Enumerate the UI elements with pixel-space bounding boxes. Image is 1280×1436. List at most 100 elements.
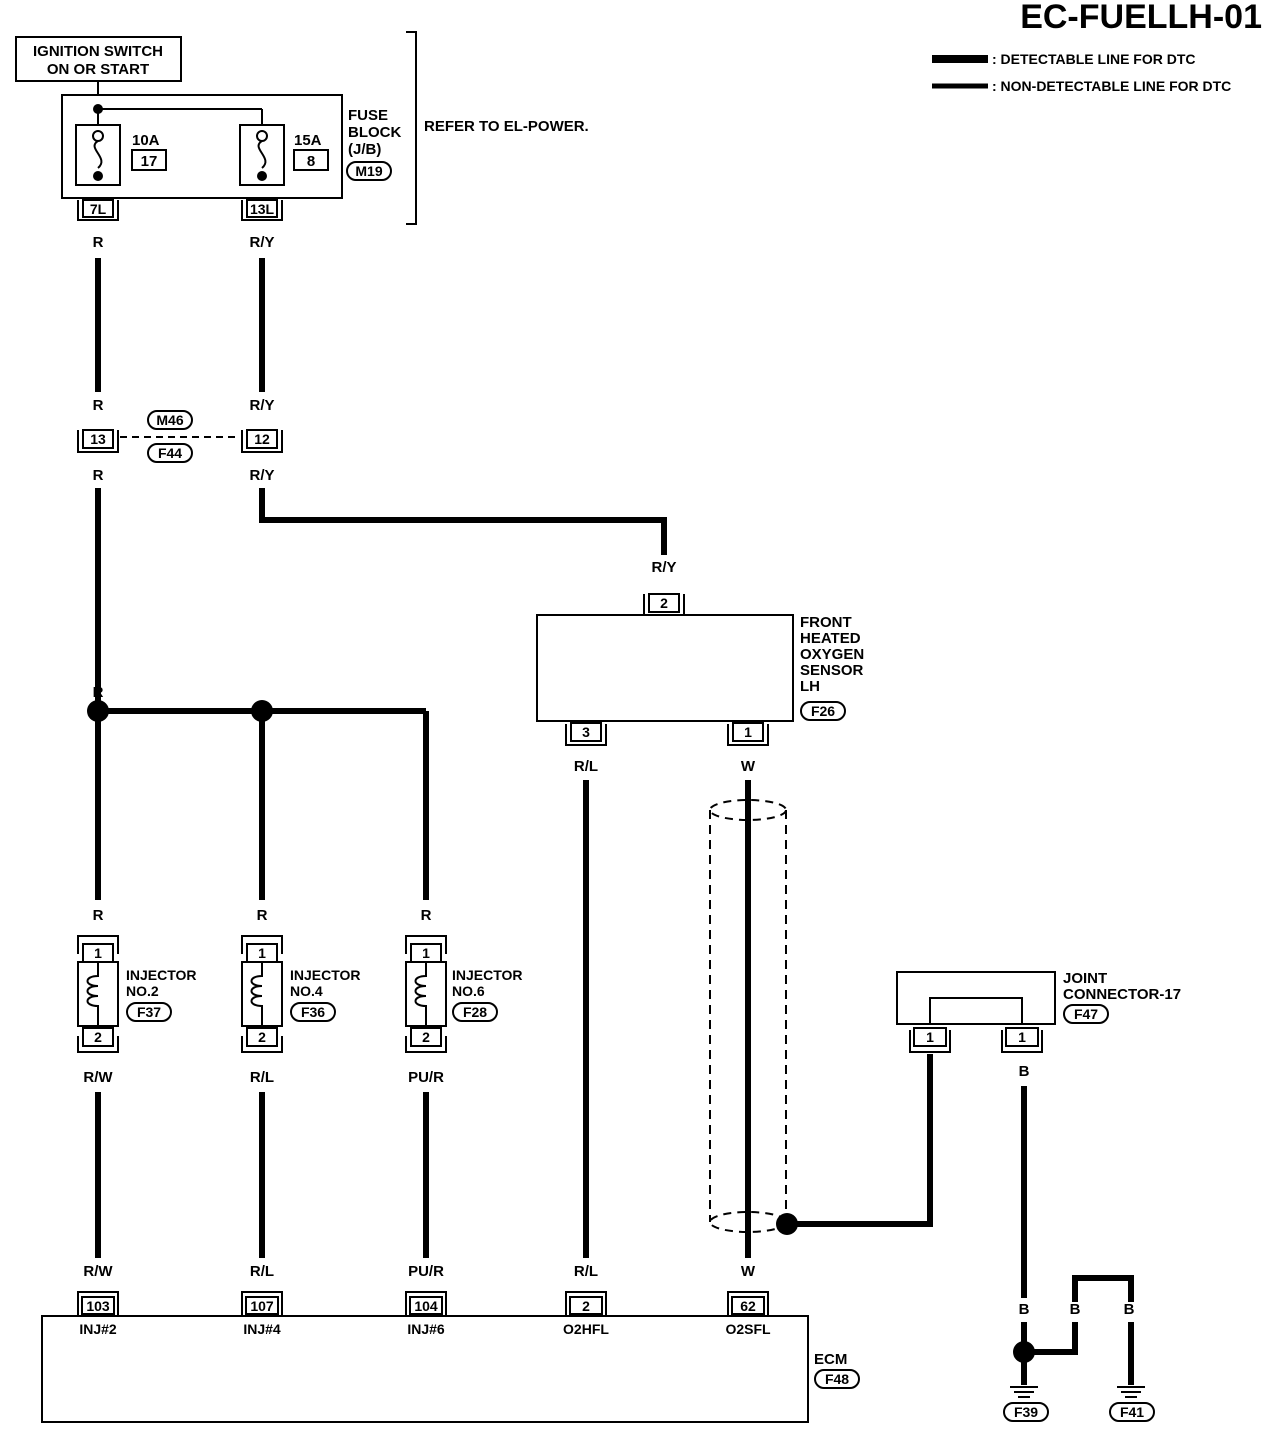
fuse-1-number: 17: [141, 153, 158, 170]
svg-text:107: 107: [250, 1298, 274, 1314]
wire-label-ry-4: R/Y: [651, 559, 676, 576]
svg-text:2: 2: [94, 1029, 102, 1045]
fuse-2-number: 8: [307, 153, 315, 170]
svg-text:7L: 7L: [90, 201, 107, 217]
ground-f41-icon: F41: [1109, 1386, 1155, 1422]
o2-sensor-connector: F26: [811, 703, 835, 719]
joint-connector-17: 1 1: [896, 971, 1056, 1053]
fuse-1-amperage: 10A: [132, 132, 160, 149]
ecm-pin-107: 107 INJ#4: [241, 1291, 283, 1337]
shielded-cable: [709, 799, 798, 1235]
ecm-pin-104: 104 INJ#6: [405, 1291, 447, 1337]
wire-label-b-1: B: [1019, 1063, 1030, 1080]
wire-label-r-3: R: [93, 467, 104, 484]
injector-no2: R 1 2 INJECTOR NO.2 F37: [77, 907, 197, 1053]
wire-label-w-2: W: [741, 1263, 756, 1280]
inline-connector-m46-f44: 13 12 M46 F44: [77, 410, 283, 463]
fuse-terminal-13L: 13L: [241, 199, 283, 221]
power-reference-note: REFER TO EL-POWER.: [424, 118, 589, 135]
ecm-connector: F48: [825, 1371, 849, 1387]
front-heated-oxygen-sensor: 2 3 1: [536, 593, 794, 746]
svg-text:INJECTOR: INJECTOR: [290, 967, 361, 983]
fuse-block-label-3: (J/B): [348, 141, 381, 158]
inline-connector-top-label: M46: [156, 412, 183, 428]
ignition-switch: IGNITION SWITCH ON OR START: [15, 36, 182, 82]
svg-text:R: R: [257, 907, 268, 924]
svg-text:NO.6: NO.6: [452, 983, 485, 999]
wire-label-r-2: R: [93, 397, 104, 414]
ground-f41-label: F41: [1120, 1404, 1144, 1420]
fuse-block-label-2: BLOCK: [348, 124, 401, 141]
svg-text:INJ#6: INJ#6: [407, 1321, 445, 1337]
ecm: 103 INJ#2 107 INJ#4 104 INJ#6 2 O2HFL 62…: [41, 1291, 809, 1423]
svg-text:1: 1: [926, 1029, 934, 1045]
svg-text:NO.2: NO.2: [126, 983, 159, 999]
fuse-terminal-7L: 7L: [77, 199, 119, 221]
svg-text:103: 103: [86, 1298, 110, 1314]
wire-label-ry-1: R/Y: [249, 234, 274, 251]
svg-text:1: 1: [744, 724, 752, 740]
fuse-2-amperage: 15A: [294, 132, 322, 149]
power-bracket: [406, 31, 417, 225]
svg-text:O2HFL: O2HFL: [563, 1321, 609, 1337]
svg-text:104: 104: [414, 1298, 438, 1314]
diagram-title: EC-FUELLH-01: [1020, 0, 1262, 36]
ignition-switch-label-1: IGNITION SWITCH: [33, 43, 163, 60]
fuse-block-label-1: FUSE: [348, 107, 388, 124]
o2-sensor-label-3: OXYGEN: [800, 646, 864, 663]
svg-text:INJECTOR: INJECTOR: [452, 967, 523, 983]
wire-label-r-4: R: [93, 684, 104, 701]
svg-text:INJ#2: INJ#2: [79, 1321, 117, 1337]
wire-label-ry-2: R/Y: [249, 397, 274, 414]
svg-text:R: R: [421, 907, 432, 924]
svg-text:1: 1: [422, 945, 430, 961]
legend: : DETECTABLE LINE FOR DTC : NON-DETECTAB…: [932, 51, 1231, 94]
svg-text:1: 1: [94, 945, 102, 961]
o2-sensor-label-4: SENSOR: [800, 662, 864, 679]
o2-sensor-label-1: FRONT: [800, 614, 852, 631]
wire-label-b-4: B: [1124, 1301, 1135, 1318]
inline-connector-bottom-label: F44: [158, 445, 182, 461]
fuse-block: 10A 17 15A 8: [61, 94, 343, 199]
svg-text:2: 2: [422, 1029, 430, 1045]
svg-text:O2SFL: O2SFL: [725, 1321, 771, 1337]
wire-label-b-3: B: [1070, 1301, 1081, 1318]
svg-text:2: 2: [258, 1029, 266, 1045]
wire-label-rl-4: R/L: [574, 1263, 598, 1280]
svg-text:12: 12: [254, 431, 270, 447]
joint-connector-id: F47: [1074, 1006, 1098, 1022]
wire-label-rl-3: R/L: [250, 1263, 274, 1280]
wire-label-w-1: W: [741, 758, 756, 775]
wire-label-pur-1: PU/R: [408, 1069, 444, 1086]
wire-label-pur-2: PU/R: [408, 1263, 444, 1280]
ecm-pin-62: 62 O2SFL: [725, 1291, 771, 1337]
svg-text:F37: F37: [137, 1004, 161, 1020]
ground-f39-icon: F39: [1003, 1386, 1049, 1422]
ignition-switch-label-2: ON OR START: [47, 61, 149, 78]
svg-text:NO.4: NO.4: [290, 983, 323, 999]
fuse-block-connector: M19: [355, 163, 382, 179]
joint-connector-label-1: JOINT: [1063, 970, 1107, 987]
svg-text:1: 1: [1018, 1029, 1026, 1045]
wire-label-ry-3: R/Y: [249, 467, 274, 484]
wire-label-rw-2: R/W: [83, 1263, 113, 1280]
o2-sensor-label-2: HEATED: [800, 630, 861, 647]
svg-text:INJ#4: INJ#4: [243, 1321, 281, 1337]
ecm-pin-2: 2 O2HFL: [563, 1291, 609, 1337]
svg-text:3: 3: [582, 724, 590, 740]
svg-text:2: 2: [660, 595, 668, 611]
wire-label-rw-1: R/W: [83, 1069, 113, 1086]
wire-label-r-1: R: [93, 234, 104, 251]
injector-no6: R 1 2 INJECTOR NO.6 F28: [405, 907, 523, 1053]
ground-f39-label: F39: [1014, 1404, 1038, 1420]
joint-connector-label-2: CONNECTOR-17: [1063, 986, 1181, 1003]
svg-text:R: R: [93, 907, 104, 924]
o2-sensor-label-5: LH: [800, 678, 820, 695]
svg-text:62: 62: [740, 1298, 756, 1314]
legend-non-detectable-label: : NON-DETECTABLE LINE FOR DTC: [992, 78, 1231, 94]
wire-label-b-2: B: [1019, 1301, 1030, 1318]
ecm-pin-103: 103 INJ#2: [77, 1291, 119, 1337]
svg-text:F36: F36: [301, 1004, 325, 1020]
svg-text:INJECTOR: INJECTOR: [126, 967, 197, 983]
